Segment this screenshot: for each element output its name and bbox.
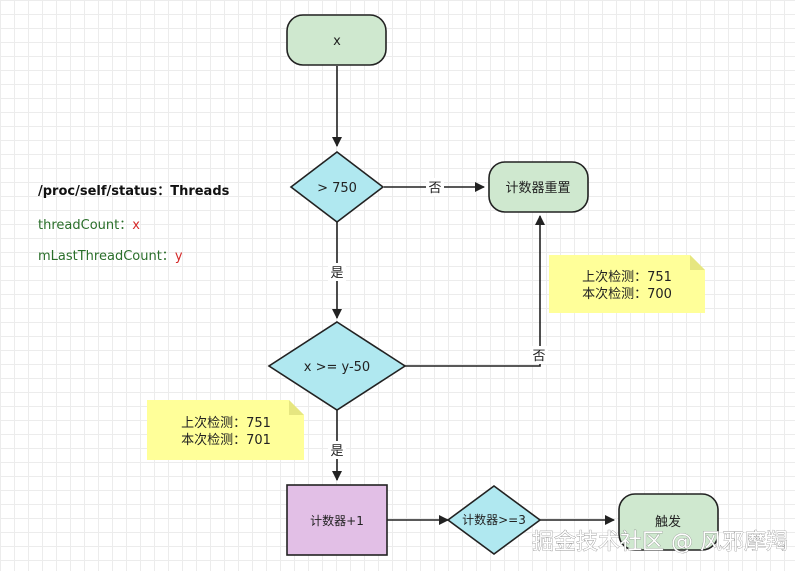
- info-title: /proc/self/status：Threads: [38, 184, 230, 199]
- decision2-label: x >= y-50: [304, 360, 370, 375]
- reset-node[interactable]: [488, 161, 589, 213]
- decision1-node[interactable]: [289, 150, 385, 224]
- info-line1-value: x: [132, 218, 140, 233]
- edge-label-yes-2: 是: [330, 444, 343, 459]
- edge-label-no-1: 否: [428, 181, 441, 196]
- decision3-label: 计数器>=3: [462, 512, 526, 527]
- watermark: 掘金技术社区 @ 风邪摩羯: [532, 530, 788, 555]
- note-right: 上次检测：751 本次检测：700: [549, 255, 705, 313]
- note-left: 上次检测：751 本次检测：701: [147, 400, 304, 460]
- info-line2-value: y: [175, 249, 183, 264]
- edge-label-no-2: 否: [532, 349, 545, 364]
- info-line1-key: threadCount：: [38, 218, 132, 233]
- edge-label-yes-1: 是: [330, 266, 343, 281]
- reset-node-label: 计数器重置: [505, 180, 570, 196]
- edge-decision2-to-reset: [405, 215, 545, 367]
- increment-node[interactable]: [286, 484, 388, 556]
- info-line2: mLastThreadCount：y: [38, 249, 183, 264]
- decision3-node[interactable]: [446, 485, 542, 555]
- trigger-node-label: 触发: [655, 514, 681, 530]
- start-node-label: x: [333, 34, 341, 49]
- start-node[interactable]: [286, 14, 387, 66]
- note-right-line2: 本次检测：700: [582, 286, 672, 302]
- info-line2-key: mLastThreadCount：: [38, 249, 175, 264]
- note-left-line2: 本次检测：701: [181, 432, 271, 448]
- info-line1: threadCount：x: [38, 218, 140, 233]
- decision2-node[interactable]: [267, 321, 407, 411]
- note-left-line1: 上次检测：751: [181, 415, 271, 431]
- trigger-node[interactable]: [618, 493, 719, 551]
- decision1-label: > 750: [317, 181, 357, 196]
- note-right-line1: 上次检测：751: [582, 269, 672, 285]
- increment-node-label: 计数器+1: [310, 513, 364, 528]
